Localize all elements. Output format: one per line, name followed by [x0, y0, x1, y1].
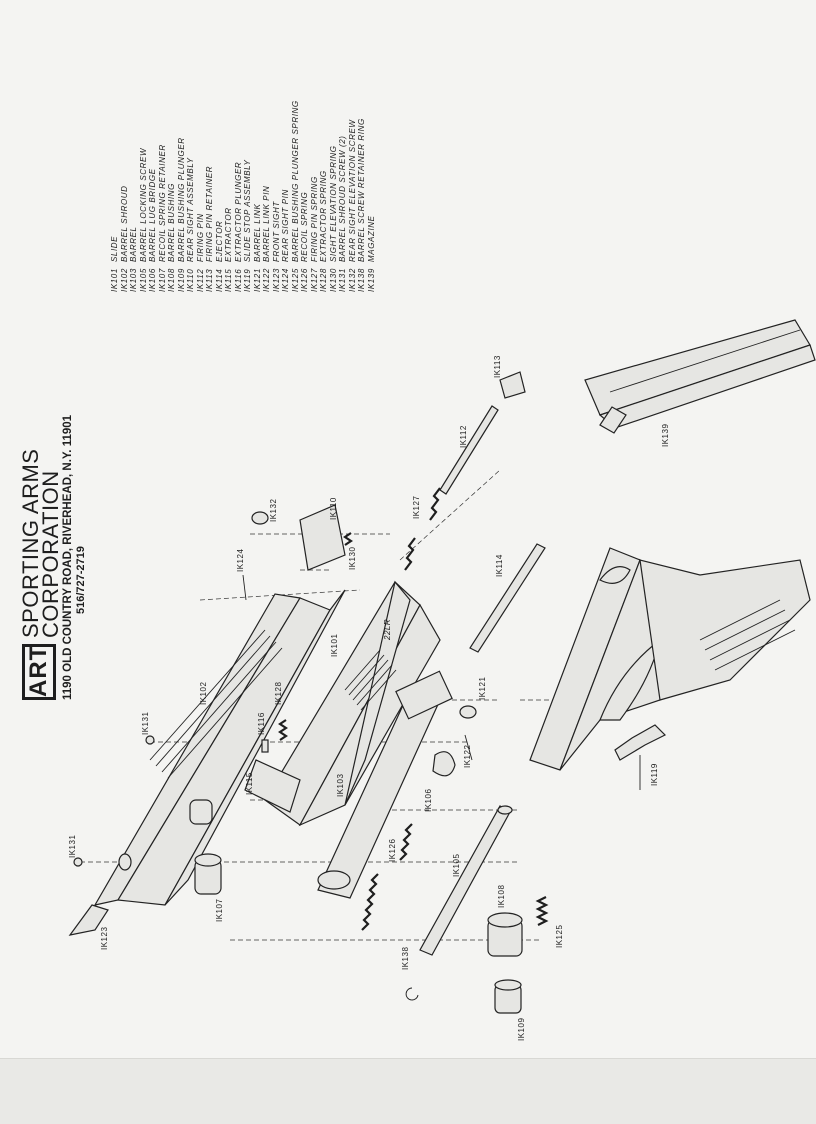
callout-ik116: IK116	[257, 712, 266, 735]
firing-pin-drawing	[404, 371, 526, 571]
callout-ik122: IK122	[463, 745, 472, 768]
callout-ik139: IK139	[661, 424, 670, 447]
retainer-ring-drawing	[405, 987, 419, 1001]
callout-ik131-top: IK131	[141, 712, 150, 735]
callout-ik132: IK132	[269, 499, 278, 522]
recoil-spring-drawing	[361, 823, 413, 931]
barrel-drawing	[317, 670, 453, 899]
callout-ik121: IK121	[478, 677, 487, 700]
slide-drawing: 22LR	[264, 580, 441, 827]
callout-ik110: IK110	[329, 497, 338, 520]
extractor-drawing	[244, 719, 301, 813]
callout-ik123: IK123	[100, 927, 109, 950]
callout-ik114: IK114	[495, 554, 504, 577]
exploded-parts-diagram: 22LR	[68, 319, 816, 1041]
callout-ik105: IK105	[452, 854, 461, 877]
shroud-screws-drawing	[73, 735, 155, 867]
rear-sight-drawing	[251, 504, 353, 571]
magazine-drawing	[584, 319, 816, 434]
callout-ik101: IK101	[330, 634, 339, 657]
callout-labels: IK101 IK102 IK103 IK105 IK106 IK107 IK10…	[68, 355, 670, 1041]
callout-ik107: IK107	[215, 899, 224, 922]
callout-ik119: IK119	[650, 763, 659, 786]
frame-drawing	[529, 547, 811, 771]
barrel-bushing-drawing	[487, 896, 549, 1014]
recoil-spring-retainer-drawing	[189, 799, 222, 895]
barrel-shroud-drawing	[93, 589, 346, 906]
callout-ik106: IK106	[424, 789, 433, 812]
slide-stop-drawing	[614, 724, 667, 790]
slide-serrations	[344, 649, 397, 711]
callout-ik130: IK130	[348, 547, 357, 570]
barrel-locking-screw-drawing	[419, 805, 513, 956]
front-sight-drawing	[68, 904, 109, 936]
ejector-drawing	[469, 543, 546, 653]
callout-ik131-bottom: IK131	[68, 835, 77, 858]
callout-ik113: IK113	[493, 355, 502, 378]
callout-ik112: IK112	[459, 425, 468, 448]
lug-bridge-drawing	[432, 751, 456, 777]
scanner-background	[0, 1058, 816, 1124]
callout-ik126: IK126	[388, 839, 397, 862]
barrel-link-drawing	[459, 705, 477, 761]
callout-ik108: IK108	[497, 885, 506, 908]
callout-ik128: IK128	[274, 682, 283, 705]
rear-sight-pin-drawing	[242, 574, 247, 601]
callout-ik138: IK138	[401, 947, 410, 970]
callout-ik125: IK125	[555, 925, 564, 948]
callout-ik127: IK127	[412, 496, 421, 519]
callout-ik115: IK115	[245, 772, 254, 795]
callout-ik124: IK124	[236, 549, 245, 572]
slide-marking: 22LR	[383, 619, 392, 641]
callout-ik109: IK109	[517, 1018, 526, 1041]
callout-ik102: IK102	[199, 682, 208, 705]
callout-ik103: IK103	[336, 774, 345, 797]
grip-checkering	[699, 599, 796, 671]
